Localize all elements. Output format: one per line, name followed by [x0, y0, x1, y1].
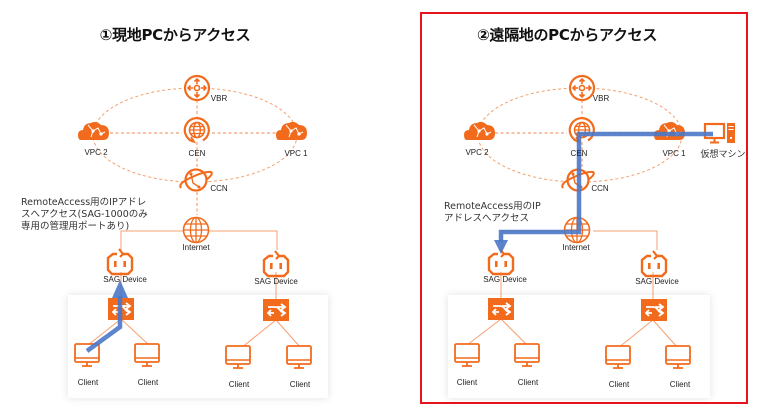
- client-label: Client: [77, 378, 99, 387]
- diagram-title-local: ①現地PCからアクセス: [99, 26, 251, 44]
- internet-label: Internet: [562, 243, 590, 252]
- vpc2-cloud-icon: [463, 121, 496, 141]
- sag-device-label: SAG Device: [254, 277, 298, 286]
- vpc1-label: VPC 1: [662, 149, 686, 158]
- switch-icon: [487, 297, 515, 321]
- vpc2-label: VPC 2: [465, 148, 489, 157]
- vpc1-cloud-icon: [653, 121, 686, 141]
- vbr-router-icon: [568, 74, 596, 102]
- vbr-router-icon: [183, 74, 211, 102]
- vpc1-label: VPC 1: [284, 149, 308, 158]
- internet-label: Internet: [182, 243, 210, 252]
- client-monitor-icon: [286, 345, 312, 369]
- client-label: Client: [669, 380, 691, 389]
- vpc1-cloud-icon: [275, 121, 308, 141]
- ccn-label: CCN: [210, 184, 228, 193]
- ccn-label: CCN: [591, 184, 609, 193]
- switch-icon: [262, 298, 290, 322]
- vpc2-cloud-icon: [77, 121, 110, 141]
- client-monitor-icon: [225, 345, 251, 369]
- client-monitor-icon: [134, 343, 160, 367]
- dashed-links: [495, 100, 662, 215]
- client-label: Client: [517, 378, 539, 387]
- sag-device-label: SAG Device: [635, 277, 679, 286]
- client-monitor-icon: [605, 345, 631, 369]
- client-label: Client: [289, 380, 311, 389]
- cen-icon: [568, 117, 595, 143]
- diagram-title-remote: ②遠隔地のPCからアクセス: [476, 26, 658, 44]
- highlight-frame: [420, 12, 748, 404]
- vbr-label: VBR: [210, 94, 228, 103]
- sag-device-icon: [106, 247, 134, 276]
- sag-device-icon: [640, 249, 668, 278]
- sag-device-label: SAG Device: [103, 275, 147, 284]
- vbr-label: VBR: [592, 94, 610, 103]
- access-flow-arrow-remote: [498, 131, 713, 242]
- vpc2-label: VPC 2: [84, 148, 108, 157]
- diagram-remote: [454, 74, 737, 369]
- client-label: Client: [137, 378, 159, 387]
- access-flow-arrowhead-remote: [494, 240, 508, 254]
- cen-icon: [183, 117, 210, 143]
- cen-label: CEN: [188, 149, 206, 158]
- note-local: RemoteAccess用のIPアドレ スへアクセス(SAG-1000のみ 専用…: [21, 197, 148, 232]
- note-remote: RemoteAccess用のIP アドレスへアクセス: [444, 201, 541, 224]
- client-label: Client: [228, 380, 250, 389]
- client-monitor-icon: [514, 343, 540, 367]
- diagram-local: [74, 74, 312, 369]
- switch-icon: [640, 298, 668, 322]
- client-monitor-icon: [454, 343, 480, 367]
- dashed-links: [110, 100, 278, 215]
- access-flow-arrowhead-local: [112, 280, 128, 298]
- cen-label: CEN: [570, 149, 588, 158]
- client-label: Client: [456, 378, 478, 387]
- internet-globe-icon: [182, 216, 210, 244]
- access-flow-arrow-local: [85, 296, 123, 353]
- virtual-machine-label: 仮想マシン: [700, 150, 746, 160]
- ccn-icon: [179, 168, 213, 192]
- client-monitor-icon: [665, 345, 691, 369]
- sag-device-label: SAG Device: [483, 275, 527, 284]
- client-label: Client: [608, 380, 630, 389]
